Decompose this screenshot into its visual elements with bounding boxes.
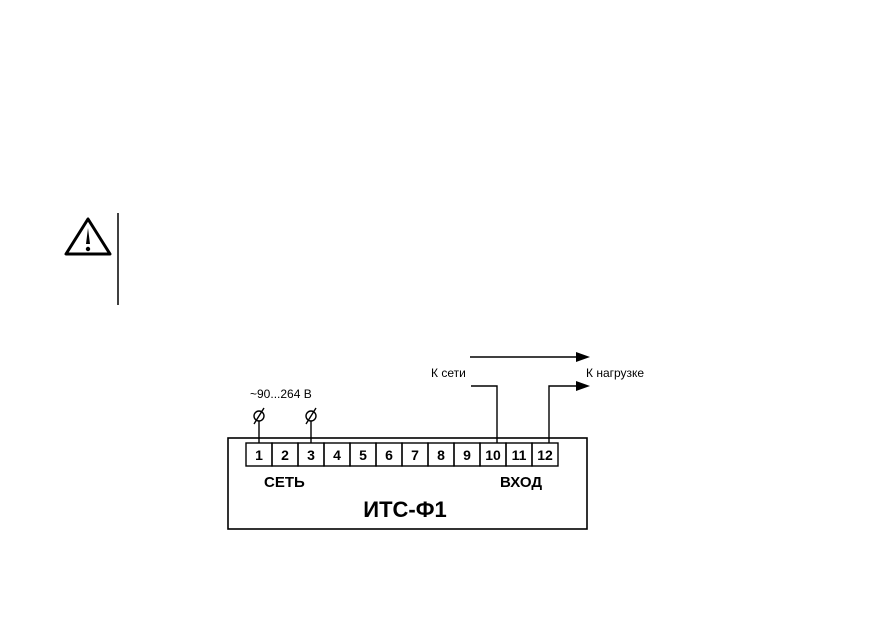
input-group-label: ВХОД [500,474,542,491]
terminal-5: 5 [349,442,377,467]
device-name: ИТС-Ф1 [363,497,446,522]
network-arrow [470,352,590,362]
terminal-number: 3 [307,447,315,463]
terminal-1: 1 [245,442,273,467]
terminal-9: 9 [453,442,481,467]
load-arrow [548,381,590,443]
terminal-8: 8 [427,442,455,467]
terminal-number: 11 [512,447,527,463]
terminal-number: 4 [333,447,341,463]
supply-terminal-3-symbol [305,407,317,443]
terminal-number: 10 [485,447,501,463]
terminal-number: 6 [385,447,393,463]
terminal-12: 12 [531,442,559,467]
terminal-number: 5 [359,447,367,463]
network-group-label: СЕТЬ [264,474,305,491]
supply-terminal-1-symbol [253,407,265,443]
terminal-number: 1 [255,447,263,463]
terminal-10: 10 [479,442,507,467]
terminal-4: 4 [323,442,351,467]
terminal-number: 2 [281,447,289,463]
device-body [227,437,588,530]
terminal-10-wire [471,385,498,443]
terminal-7: 7 [401,442,429,467]
terminal-11: 11 [505,442,533,467]
to-load-label: К нагрузке [586,366,644,380]
terminal-6: 6 [375,442,403,467]
warning-triangle-icon [64,217,112,256]
supply-voltage-label: ~90...264 В [250,387,312,401]
terminal-number: 8 [437,447,445,463]
terminal-3: 3 [297,442,325,467]
terminal-number: 9 [463,447,471,463]
terminal-number: 7 [411,447,419,463]
to-network-label: К сети [431,366,466,380]
terminal-number: 12 [537,447,553,463]
terminal-2: 2 [271,442,299,467]
